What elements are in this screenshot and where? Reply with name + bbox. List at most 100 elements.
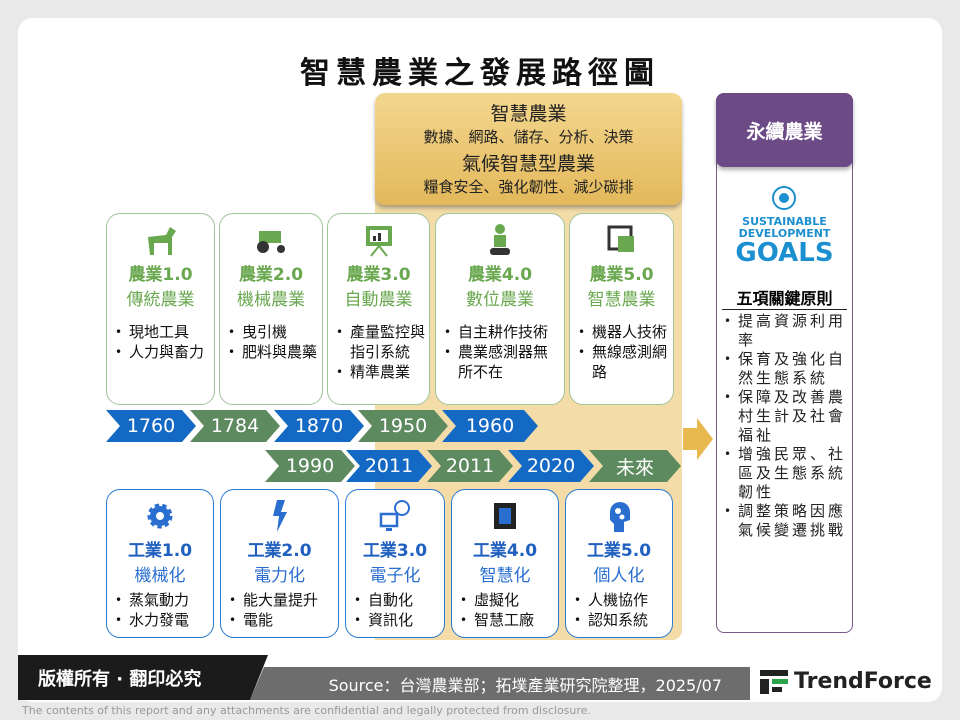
list-item: 自動化	[354, 590, 440, 610]
card-list: 自主耕作技術農業感測器無所不在	[444, 322, 560, 382]
wireless-tablet-icon	[570, 220, 673, 260]
principle-item: 保育及強化自然生態系統	[722, 350, 848, 388]
timeline-ind-year: 2011	[346, 450, 432, 482]
industry-card: 工業5.0 個人化 人機協作認知系統	[565, 489, 673, 638]
card-list: 虛擬化智慧工廠	[460, 590, 554, 630]
card-subtitle: 機械農業	[237, 290, 305, 310]
un-emblem-icon	[772, 186, 796, 210]
list-item: 水力發電	[115, 610, 209, 630]
card-subtitle: 數位農業	[466, 290, 534, 310]
sustainable-agri-header: 永續農業	[716, 93, 853, 167]
principles-title: 五項關鍵原則	[722, 285, 847, 310]
list-item: 產量監控與指引系統	[336, 322, 425, 362]
arrow-right-icon	[683, 418, 713, 460]
timeline-ind-year: 未來	[589, 450, 681, 482]
list-item: 電能	[229, 610, 334, 630]
list-item: 蒸氣動力	[115, 590, 209, 610]
agriculture-card: 農業1.0 傳統農業 現地工具人力與畜力	[106, 213, 215, 405]
card-list: 自動化資訊化	[354, 590, 440, 630]
head-gears-icon	[566, 496, 672, 536]
copyright-banner: 版權所有 · 翻印必究	[18, 655, 268, 700]
smart-agri-heading: 智慧農業	[490, 103, 567, 125]
timeline-agri-year: 1960	[442, 410, 538, 442]
card-title: 農業5.0	[589, 265, 654, 285]
card-title: 工業5.0	[586, 541, 652, 561]
list-item: 能大量提升	[229, 590, 334, 610]
presentation-chart-icon	[328, 220, 429, 260]
list-item: 現地工具	[115, 322, 210, 342]
card-title: 工業1.0	[127, 541, 193, 561]
list-item: 自主耕作技術	[444, 322, 560, 342]
card-subtitle: 電力化	[254, 566, 305, 586]
timeline-ind-year: 1990	[265, 450, 355, 482]
card-subtitle: 個人化	[593, 566, 645, 586]
climate-agri-desc: 糧食安全、強化韌性、減少碳排	[423, 178, 634, 196]
disclaimer: The contents of this report and any atta…	[22, 704, 591, 717]
card-title: 工業4.0	[472, 541, 538, 561]
tractor-icon	[220, 220, 322, 260]
card-list: 曳引機肥料與農藥	[228, 322, 318, 362]
sdg-logo: SUSTAINABLE DEVELOPMENT GOALS	[722, 186, 847, 266]
agriculture-card: 農業4.0 數位農業 自主耕作技術農業感測器無所不在	[435, 213, 565, 405]
list-item: 曳引機	[228, 322, 318, 342]
gear-icon	[107, 496, 213, 536]
source-banner: Source：台灣農業部；拓墣產業研究院整理，2025/07	[250, 667, 750, 700]
card-subtitle: 機械化	[134, 566, 186, 586]
card-title: 農業3.0	[346, 265, 411, 285]
list-item: 精準農業	[336, 362, 425, 382]
agriculture-card: 農業5.0 智慧農業 機器人技術無線感測網路	[569, 213, 674, 405]
card-list: 能大量提升電能	[229, 590, 334, 630]
cloud-computer-icon	[346, 496, 444, 536]
card-title: 農業2.0	[238, 265, 304, 285]
card-subtitle: 智慧農業	[587, 290, 656, 310]
smart-agri-box: 智慧農業 數據、網路、儲存、分析、決策 氣候智慧型農業 糧食安全、強化韌性、減少…	[375, 93, 682, 205]
card-list: 現地工具人力與畜力	[115, 322, 210, 362]
agriculture-card: 農業2.0 機械農業 曳引機肥料與農藥	[219, 213, 323, 405]
list-item: 資訊化	[354, 610, 440, 630]
trendforce-mark-icon	[760, 670, 788, 694]
timeline-ind-year: 2011	[427, 450, 513, 482]
card-title: 農業1.0	[128, 265, 193, 285]
list-item: 虛擬化	[460, 590, 554, 610]
card-list: 機器人技術無線感測網路	[578, 322, 669, 382]
timeline-agri-year: 1950	[358, 410, 448, 442]
timeline-ind-year: 2020	[508, 450, 594, 482]
industry-card: 工業1.0 機械化 蒸氣動力水力發電	[106, 489, 214, 638]
principles-list: 提高資源利用率 保育及強化自然生態系統 保障及改善農村生計及社會福祉 增強民眾、…	[722, 312, 848, 540]
page-title: 智慧農業之發展路徑圖	[300, 56, 660, 91]
card-list: 人機協作認知系統	[574, 590, 668, 630]
trendforce-logo: TrendForce	[760, 662, 942, 700]
card-title: 工業2.0	[247, 541, 312, 561]
industry-card: 工業4.0 智慧化 虛擬化智慧工廠	[451, 489, 559, 638]
climate-agri-heading: 氣候智慧型農業	[461, 153, 595, 175]
principle-item: 增強民眾、社區及生態系統韌性	[722, 445, 848, 502]
industry-card: 工業2.0 電力化 能大量提升電能	[220, 489, 339, 638]
card-subtitle: 自動農業	[344, 290, 413, 310]
principle-item: 提高資源利用率	[722, 312, 848, 350]
smart-agri-desc: 數據、網路、儲存、分析、決策	[423, 128, 634, 146]
timeline-agri-year: 1784	[190, 410, 280, 442]
list-item: 農業感測器無所不在	[444, 342, 560, 382]
list-item: 認知系統	[574, 610, 668, 630]
industry-card: 工業3.0 電子化 自動化資訊化	[345, 489, 445, 638]
chip-icon	[452, 496, 558, 536]
card-list: 蒸氣動力水力發電	[115, 590, 209, 630]
timeline-agri-year: 1870	[274, 410, 364, 442]
card-subtitle: 電子化	[369, 566, 421, 586]
card-title: 農業4.0	[467, 265, 533, 285]
horse-icon	[107, 220, 214, 260]
list-item: 無線感測網路	[578, 342, 669, 382]
card-list: 產量監控與指引系統精準農業	[336, 322, 425, 382]
lightning-icon	[221, 496, 338, 536]
list-item: 機器人技術	[578, 322, 669, 342]
list-item: 肥料與農藥	[228, 342, 318, 362]
card-subtitle: 傳統農業	[126, 290, 195, 310]
principle-item: 調整策略因應氣候變遷挑戰	[722, 502, 848, 540]
list-item: 智慧工廠	[460, 610, 554, 630]
list-item: 人機協作	[574, 590, 668, 610]
timeline-agri-year: 1760	[106, 410, 196, 442]
principle-item: 保障及改善農村生計及社會福祉	[722, 388, 848, 445]
card-subtitle: 智慧化	[479, 566, 531, 586]
robot-icon	[436, 220, 564, 260]
agriculture-card: 農業3.0 自動農業 產量監控與指引系統精準農業	[327, 213, 430, 405]
